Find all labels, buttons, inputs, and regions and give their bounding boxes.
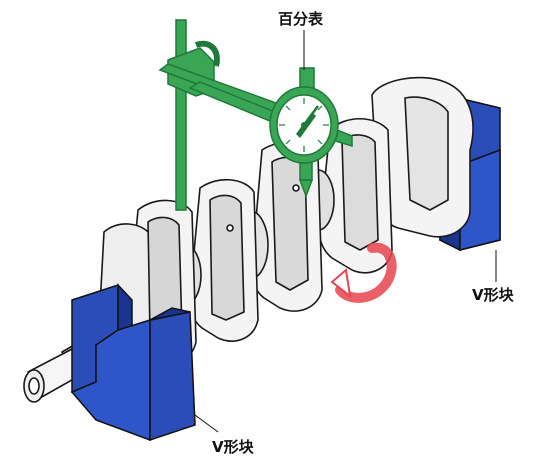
crankshaft [23, 76, 474, 403]
label-leader-line [194, 414, 219, 433]
v-block-left [70, 283, 196, 442]
label-dial-indicator: 百分表 [278, 10, 324, 28]
rotation-arrow-icon [330, 242, 397, 303]
dial-indicator-stand [158, 19, 353, 211]
dial-ticks [279, 98, 329, 152]
label-v-block-left: V形块 [212, 438, 255, 456]
label-v-block-right: V形块 [472, 286, 515, 304]
dial-indicator [269, 86, 339, 164]
